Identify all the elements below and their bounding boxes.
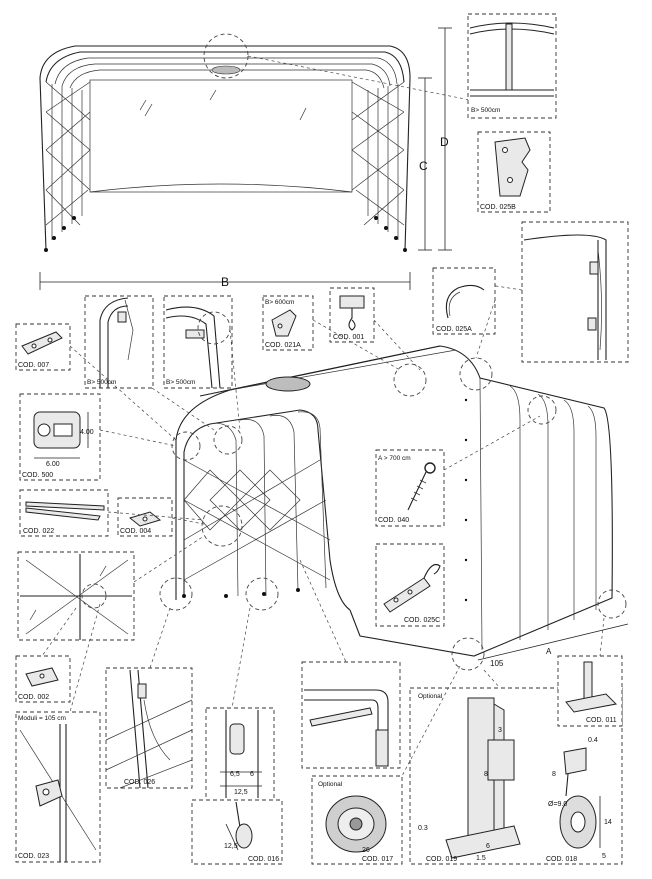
cod-002-label: COD. 002 [18, 694, 49, 701]
cod-016-label: COD. 016 [248, 856, 279, 863]
dim-module-label: 105 [490, 659, 504, 668]
detail-cod-016: 12,5 COD. 016 [191, 799, 283, 865]
dim-a-label: A [546, 647, 552, 656]
cod-026-label: COD. 026 [124, 779, 155, 786]
detail-cod-025c: COD. 025C [375, 543, 445, 627]
jack-dim-d3: 0.3 [418, 825, 428, 832]
note-optional-019: Optional [418, 693, 443, 700]
note-b-gt-500-b: B> 500cm [166, 379, 195, 386]
jack-dim-d4: 6 [486, 843, 490, 850]
detail-wheel-bracket: 6,5 6 12,5 [205, 707, 275, 801]
cod-025c-label: COD. 025C [404, 617, 440, 624]
profile-dim-width: 6.00 [46, 461, 60, 468]
cod-018-label: COD. 018 [546, 856, 577, 863]
jack-dim-d5: 1.5 [476, 855, 486, 862]
jack-dim-d2: 8 [484, 771, 488, 778]
detail-cod-007: COD. 007 [15, 323, 71, 371]
detail-cross-bracing [17, 551, 135, 641]
detail-ridge-box: B> 500cm [467, 13, 557, 119]
detail-end-frame [469, 221, 629, 363]
detail-cod-500-profile: 4.00 6.00 COD. 500 [19, 393, 101, 481]
dim-d-label: D [440, 135, 449, 149]
cod-007-label: COD. 007 [18, 362, 49, 369]
cod-019-label: COD. 019 [426, 856, 457, 863]
detail-cod-002: COD. 002 [15, 655, 71, 703]
cod-022-label: COD. 022 [23, 528, 54, 535]
wheel-018-dim-d4: 14 [604, 819, 612, 826]
wheel-018-dim-d1: 0.4 [588, 737, 598, 744]
detail-cod-025a: COD. 025A [432, 267, 496, 335]
dim-c-label: C [419, 159, 428, 173]
note-b-gt-600: B> 600cm [265, 299, 294, 306]
wheel-dim-d2: 6 [250, 771, 254, 778]
note-b-gt-500-top: B> 500cm [471, 107, 500, 114]
cod-023-label: COD. 023 [18, 853, 49, 860]
cod-500-label: COD. 500 [22, 472, 53, 479]
detail-cod-040: A > 700 cm COD. 040 [375, 449, 445, 527]
dim-b-label: B [221, 275, 229, 289]
wheel-017-dim: 26 [362, 847, 370, 854]
cod-017-label: COD. 017 [362, 856, 393, 863]
wheel-dim-d1: 6,5 [230, 771, 240, 778]
front-elevation-view: B C D [39, 27, 471, 290]
note-b-gt-500-a: B> 500cm [87, 379, 116, 386]
cod-040-label: COD. 040 [378, 517, 409, 524]
jack-dim-d1: 3 [498, 727, 502, 734]
detail-corner-profile [301, 661, 401, 769]
detail-cod-026: COD. 026 [105, 667, 193, 789]
detail-cod-017: Optional 26 COD. 017 [311, 775, 403, 865]
main-perspective-view: 105 A [159, 345, 629, 671]
detail-cod-011: COD. 011 [557, 655, 623, 727]
detail-cod-021a: B> 600cm COD. 021A [262, 295, 314, 351]
detail-cod-001: COD. 001 [329, 287, 375, 343]
cod-001-label: COD. 001 [333, 334, 364, 341]
cod-004-label: COD. 004 [120, 528, 151, 535]
note-module: Moduli = 105 cm [18, 715, 66, 722]
wheel-dim-d4: 12,5 [224, 843, 238, 850]
detail-b500-corner-a: B> 500cm [84, 295, 154, 389]
leader-lines [41, 299, 605, 777]
cod-011-label: COD. 011 [586, 717, 617, 724]
wheel-dim-d3: 12,5 [234, 789, 248, 796]
profile-dim-height: 4.00 [80, 429, 94, 436]
wheel-018-dim-d3: Ø=9.0 [548, 801, 567, 808]
cod-025b-label: COD. 025B [480, 204, 516, 211]
note-optional-017: Optional [318, 781, 343, 788]
wheel-018-dim-d5: 5 [602, 853, 606, 860]
detail-cod-025b: COD. 025B [477, 131, 551, 213]
wheel-018-dim-d2: 8 [552, 771, 556, 778]
detail-b500-corner-b: B> 500cm [163, 295, 233, 389]
detail-cod-022: COD. 022 [19, 489, 109, 537]
cod-021a-label: COD. 021A [265, 342, 301, 349]
detail-cod-023: Moduli = 105 cm COD. 023 [15, 711, 101, 863]
cod-025a-label: COD. 025A [436, 326, 472, 333]
note-a-gt-700: A > 700 cm [378, 455, 411, 462]
